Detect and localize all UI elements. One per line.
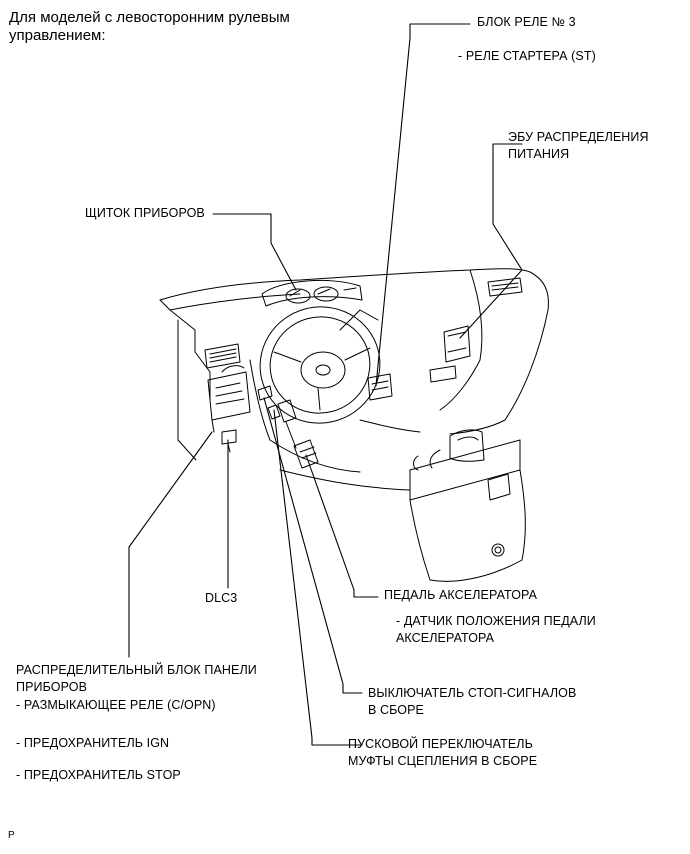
instrument-panel-junction-block xyxy=(207,365,251,453)
stop-switch-label-line2: В СБОРЕ xyxy=(368,703,424,717)
accel-pedal-label: ПЕДАЛЬ АКСЕЛЕРАТОРА xyxy=(384,588,538,602)
cluster-label: ЩИТОК ПРИБОРОВ xyxy=(85,206,205,220)
junction-item-copn: - РАЗМЫКАЮЩЕЕ РЕЛЕ (C/OPN) xyxy=(16,698,216,712)
steering-wheel xyxy=(259,306,381,424)
heading: Для моделей с левосторонним рулевым упра… xyxy=(9,9,339,45)
corner-mark: P xyxy=(8,830,15,841)
ecu-label-line2: ПИТАНИЯ xyxy=(508,147,570,161)
accel-sensor-label-line1: - ДАТЧИК ПОЛОЖЕНИЯ ПЕДАЛИ xyxy=(396,614,596,628)
heading-text: Для моделей с левосторонним рулевым упра… xyxy=(9,9,290,44)
accel-sensor-label-line2: АКСЕЛЕРАТОРА xyxy=(396,631,495,645)
junction-label-line2: ПРИБОРОВ xyxy=(16,680,88,694)
clutch-switch-label-line2: МУФТЫ СЦЕПЛЕНИЯ В СБОРЕ xyxy=(348,754,538,768)
junction-item-ign: - ПРЕДОХРАНИТЕЛЬ IGN xyxy=(16,736,170,750)
relay-block-3 xyxy=(367,373,393,401)
pedals xyxy=(257,385,319,469)
junction-item-stop: - ПРЕДОХРАНИТЕЛЬ STOP xyxy=(16,768,181,782)
starter-relay-label: - РЕЛЕ СТАРТЕРА (ST) xyxy=(458,49,596,63)
clutch-switch-label-line1: ПУСКОВОЙ ПЕРЕКЛЮЧАТЕЛЬ xyxy=(348,737,533,751)
junction-label-line1: РАСПРЕДЕЛИТЕЛЬНЫЙ БЛОК ПАНЕЛИ xyxy=(16,663,257,677)
dlc3-label: DLC3 xyxy=(205,591,238,605)
instrument-cluster xyxy=(261,279,363,307)
leader-lines xyxy=(128,23,523,746)
stop-switch-label-line1: ВЫКЛЮЧАТЕЛЬ СТОП-СИГНАЛОВ xyxy=(368,686,577,700)
power-distribution-ecu xyxy=(443,325,471,363)
relay-block-3-label: БЛОК РЕЛЕ № 3 xyxy=(477,15,576,29)
dashboard-outline xyxy=(159,268,549,582)
ecu-label-line1: ЭБУ РАСПРЕДЕЛЕНИЯ xyxy=(508,130,649,144)
